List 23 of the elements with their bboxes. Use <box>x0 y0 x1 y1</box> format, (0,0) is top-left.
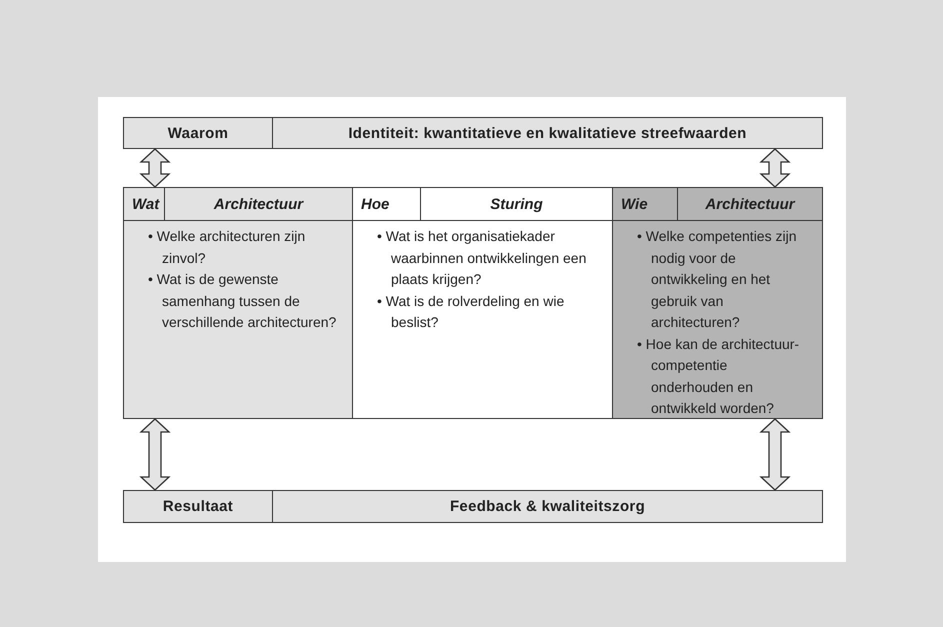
bullet-question: • Hoe kan de architectuur-competentie onderhouden en ontwikkeld worden? <box>637 334 800 418</box>
column-label: Wie <box>613 188 678 220</box>
column-panel <box>612 187 823 419</box>
header-cell: Identiteit: kwantitatieve en kwalitatieve streefwaarden <box>272 117 823 149</box>
column-label: Hoe <box>353 188 421 220</box>
double-block-arrow <box>139 148 171 188</box>
bullet-question: • Welke competenties zijn nodig voor de ontwikkeling en het gebruik van architecturen? <box>637 227 798 332</box>
column-label: Wat <box>124 188 165 220</box>
column-panel <box>123 187 353 419</box>
column-title: Architectuur <box>704 194 796 214</box>
column-panel <box>352 187 613 419</box>
header-cell: Feedback & kwaliteitszorg <box>272 490 823 523</box>
bullet-question: • Wat is de gewenste samenhang tussen de verschillende architecturen? <box>148 270 338 332</box>
header-cell: Waarom <box>123 117 273 149</box>
double-block-arrow <box>759 418 791 491</box>
header-cell: Resultaat <box>123 490 273 523</box>
bullet-question: • Welke architecturen zijn zinvol? <box>148 227 306 268</box>
double-block-arrow <box>759 148 791 188</box>
column-title: Sturing <box>489 194 544 214</box>
column-title: Architectuur <box>212 194 305 214</box>
bullet-question: • Wat is het organisatiekader waarbinnen ontwikkelingen een plaats krijgen? <box>377 227 588 289</box>
double-block-arrow <box>139 418 171 491</box>
bullet-question: • Wat is de rolverdeling en wie beslist? <box>377 292 566 332</box>
